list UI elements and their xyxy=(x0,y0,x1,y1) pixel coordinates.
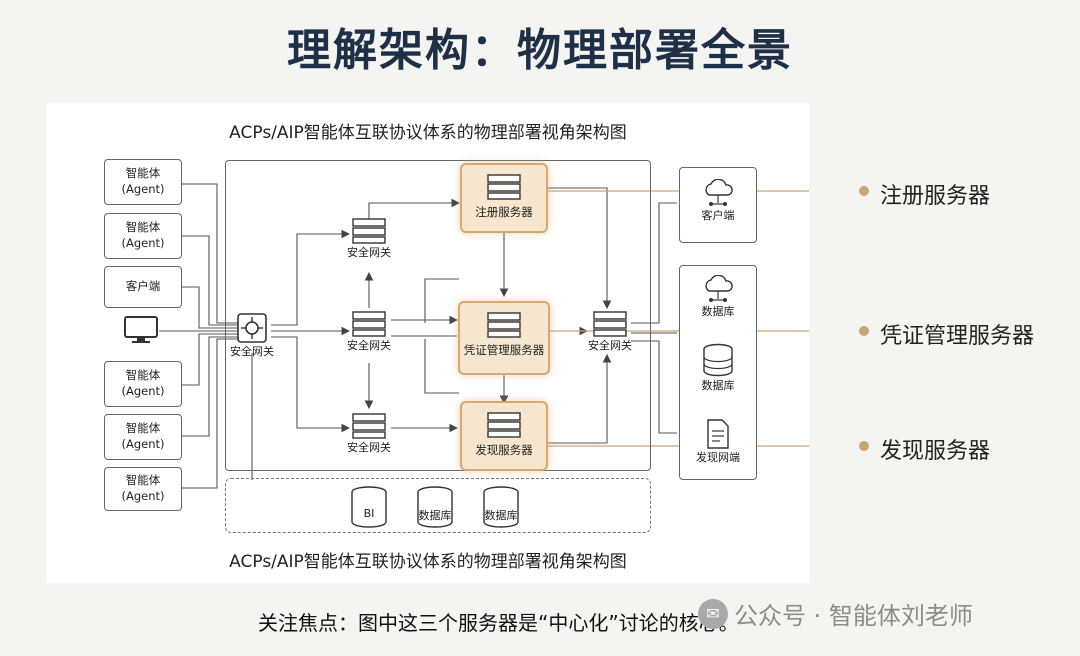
right-discovery-gateway: 发现网端 xyxy=(679,419,757,465)
security-gateway-right: 安全网关 xyxy=(580,311,640,353)
server-rack-icon xyxy=(352,218,386,244)
credential-server-label: 凭证管理服务器 xyxy=(463,343,545,357)
server-rack-icon xyxy=(487,312,521,338)
callout-registry-server: 注册服务器 xyxy=(880,184,991,209)
right-database-label: 数据库 xyxy=(701,379,735,392)
discovery-server-label: 发现服务器 xyxy=(475,443,533,457)
security-gateway-middle: 安全网关 xyxy=(339,311,399,353)
registry-server: 注册服务器 xyxy=(460,163,548,233)
bi-label: BI xyxy=(363,507,375,520)
credential-server: 凭证管理服务器 xyxy=(458,301,550,375)
right-database-cloud: 数据库 xyxy=(679,275,757,319)
server-rack-icon xyxy=(352,413,386,439)
discovery-server: 发现服务器 xyxy=(460,401,548,471)
gateway-label: 安全网关 xyxy=(347,246,391,259)
cloud-network-icon xyxy=(705,275,733,302)
right-client-label: 客户端 xyxy=(701,209,735,222)
wechat-icon: ✉ xyxy=(698,598,728,629)
architecture-diagram: ACPs/AIP智能体互联协议体系的物理部署视角架构图 xyxy=(47,103,809,583)
agent-box: 智能体 (Agent) xyxy=(104,361,182,407)
agent-box: 智能体 (Agent) xyxy=(104,467,182,511)
bi-database: BI xyxy=(345,486,393,528)
client-box: 客户端 xyxy=(104,266,182,308)
cloud-network-icon xyxy=(705,179,733,206)
server-rack-icon xyxy=(487,412,521,438)
document-icon xyxy=(707,419,729,449)
footer-note: 关注焦点：图中这三个服务器是“中心化”讨论的核心。 xyxy=(258,611,739,635)
gateway-label: 安全网关 xyxy=(588,339,632,352)
server-rack-icon xyxy=(352,311,386,337)
security-gateway-hub: 安全网关 xyxy=(229,313,275,359)
security-gateway-bottom: 安全网关 xyxy=(339,413,399,455)
watermark: ✉ 公众号 · 智能体刘老师 xyxy=(698,596,973,631)
right-client: 客户端 xyxy=(679,179,757,223)
diagram-caption-bottom: ACPs/AIP智能体互联协议体系的物理部署视角架构图 xyxy=(229,552,627,572)
gateway-label: 安全网关 xyxy=(230,345,274,358)
gateway-label: 安全网关 xyxy=(347,441,391,454)
database-icon xyxy=(351,486,387,528)
agent-box: 智能体 (Agent) xyxy=(104,414,182,460)
monitor-icon xyxy=(120,315,162,345)
diagram-caption-top: ACPs/AIP智能体互联协议体系的物理部署视角架构图 xyxy=(229,123,627,143)
server-rack-icon xyxy=(593,311,627,337)
gateway-hub-icon xyxy=(237,313,267,343)
page-title: 理解架构：物理部署全景 xyxy=(287,25,793,76)
agent-box: 智能体 (Agent) xyxy=(104,159,182,205)
core-zone-frame xyxy=(225,160,651,471)
storage-database-1: 数据库 xyxy=(411,486,459,528)
database-icon xyxy=(483,486,519,528)
callout-discovery-server: 发现服务器 xyxy=(880,439,991,464)
storage-database-2: 数据库 xyxy=(477,486,525,528)
agent-box: 智能体 (Agent) xyxy=(104,213,182,259)
right-discovery-gateway-label: 发现网端 xyxy=(696,451,740,464)
storage-zone-frame xyxy=(225,478,651,533)
database-label: 数据库 xyxy=(418,509,452,522)
database-label: 数据库 xyxy=(484,509,518,522)
right-database: 数据库 xyxy=(679,343,757,393)
database-icon xyxy=(703,343,733,377)
database-icon xyxy=(417,486,453,528)
callout-credential-server: 凭证管理服务器 xyxy=(880,324,1035,349)
gateway-label: 安全网关 xyxy=(347,339,391,352)
server-rack-icon xyxy=(487,174,521,200)
watermark-text: 公众号 · 智能体刘老师 xyxy=(734,602,973,630)
right-database-label: 数据库 xyxy=(701,305,735,318)
security-gateway-top: 安全网关 xyxy=(339,218,399,260)
registry-server-label: 注册服务器 xyxy=(475,205,533,219)
